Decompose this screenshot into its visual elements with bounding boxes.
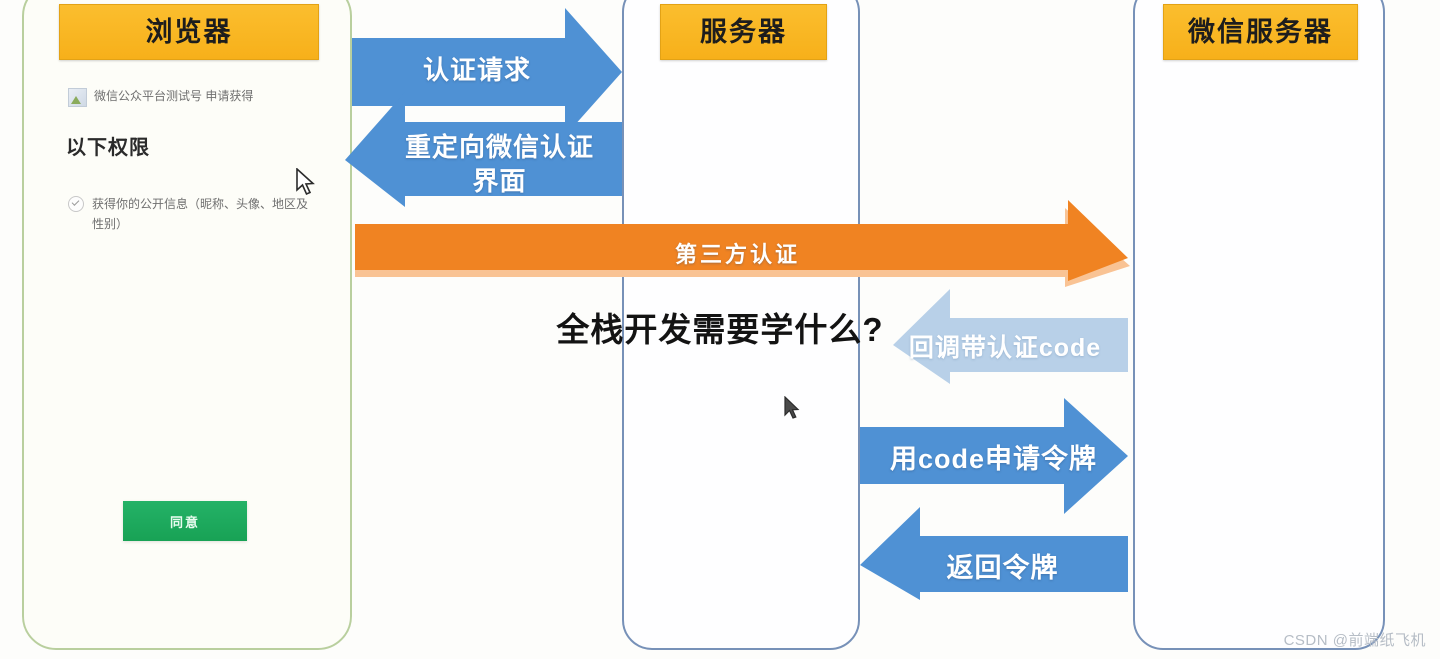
arrow-token-return-shape bbox=[860, 507, 1128, 600]
broken-image-icon bbox=[68, 88, 87, 107]
overlay-headline: 全栈开发需要学什么? bbox=[556, 311, 884, 348]
browser-permission-row: 获得你的公开信息（昵称、头像、地区及性别） bbox=[68, 194, 318, 234]
arrow-redirect-shape bbox=[345, 92, 622, 207]
watermark: CSDN @前端纸飞机 bbox=[1283, 632, 1426, 649]
check-circle-icon bbox=[68, 196, 84, 212]
arrow-callback-code-shape bbox=[893, 289, 1128, 384]
lane-wechat bbox=[1133, 0, 1385, 650]
arrow-third-party-shape bbox=[355, 200, 1128, 281]
browser-app-row: 微信公众平台测试号 申请获得 bbox=[68, 88, 328, 107]
lane-title-wechat: 微信服务器 bbox=[1163, 4, 1358, 60]
lane-browser bbox=[22, 0, 352, 650]
arrow-token-request-shape bbox=[860, 398, 1128, 514]
lane-title-browser: 浏览器 bbox=[59, 4, 319, 60]
browser-permission-heading: 以下权限 bbox=[66, 137, 150, 159]
arrow-auth-request-shape bbox=[352, 8, 622, 136]
browser-permission-text: 获得你的公开信息（昵称、头像、地区及性别） bbox=[92, 197, 309, 231]
browser-app-name: 微信公众平台测试号 申请获得 bbox=[94, 89, 254, 103]
lane-title-server: 服务器 bbox=[660, 4, 827, 60]
agree-button[interactable]: 同意 bbox=[123, 501, 247, 541]
lane-server bbox=[622, 0, 860, 650]
